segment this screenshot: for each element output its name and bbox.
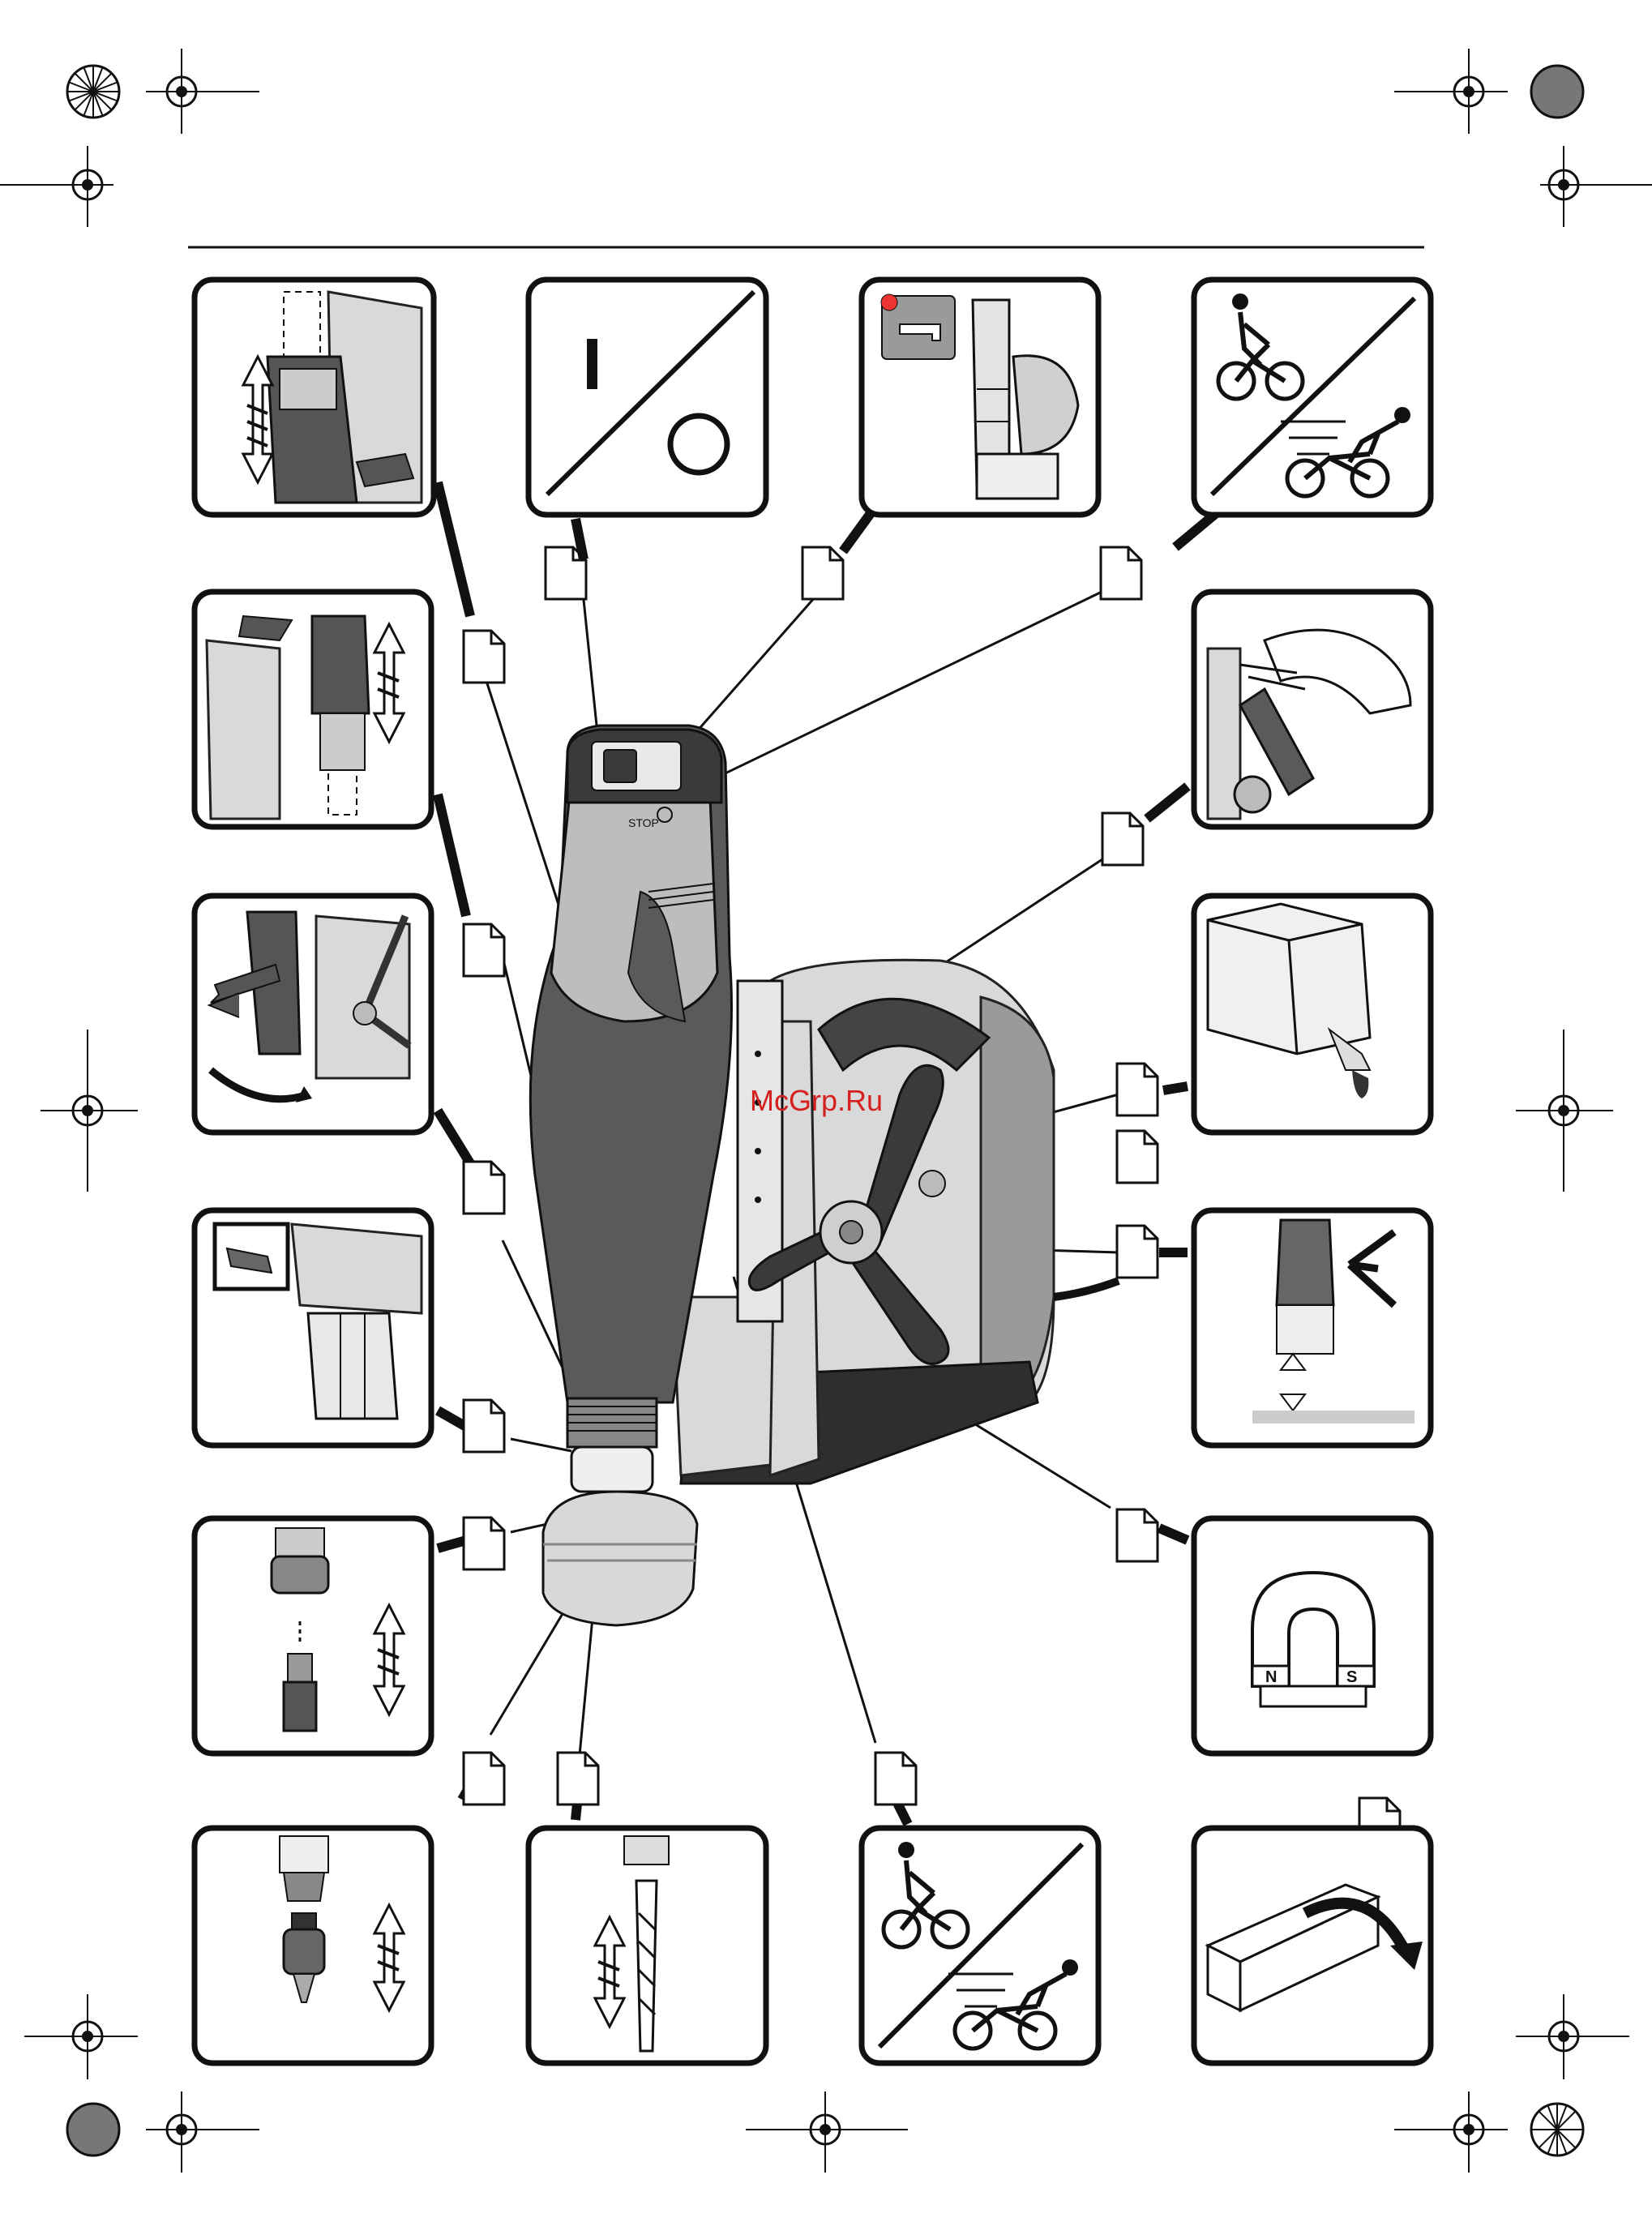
on-symbol: I [582,324,602,405]
magnetic-drill-illustration: STOP McGrp.Ru [530,726,1119,1625]
panel-drill-chuck-change [195,1828,431,2063]
panel-magnet-holding: N S [1194,1518,1431,1753]
registration-mark-icon [0,146,113,227]
registration-mark-icon [41,1030,138,1192]
document-icon [464,1753,504,1805]
document-icon [546,547,586,599]
panel-speed-selection-2 [862,1828,1098,2063]
panel-core-cutter-change [195,1518,431,1753]
document-icon [875,1753,916,1805]
panel-core-bit-detail [195,1210,431,1445]
registration-mark-icon [146,2091,259,2173]
panel-cooling-water [862,280,1098,515]
document-icon [1117,1509,1158,1561]
south-pole: S [1346,1668,1357,1686]
registration-mark-icon [1516,1030,1613,1192]
panel-tool-mounting-rotate [195,896,431,1132]
registration-mark-icon [1540,146,1652,227]
panel-twist-drill-change [529,1828,766,2063]
panel-on-off-symbol: I [529,280,766,515]
document-icon [1117,1064,1158,1115]
registration-mark-icon [24,1994,138,2079]
document-icon [802,547,843,599]
switch-label: STOP [628,816,659,829]
document-icon [464,924,504,976]
panel-lubrication-oil [1194,896,1431,1132]
panel-speed-selection [1194,280,1431,515]
panel-packaging [1194,1828,1431,2063]
panel-drill-height-adjust [195,280,434,515]
registration-mark-icon [67,2104,119,2156]
registration-mark-icon [1394,2091,1508,2173]
registration-mark-icon [1531,2104,1583,2156]
registration-mark-icon [746,2091,908,2173]
registration-mark-icon [146,49,259,134]
watermark: McGrp.Ru [750,1084,883,1117]
document-icon [1101,547,1141,599]
chip-guard [543,1492,697,1625]
document-icon [1102,813,1143,865]
power-cable [1054,1281,1119,1297]
panel-feed-handle-grip [1194,592,1431,827]
panel-depth-adjust [1194,1210,1431,1445]
registration-mark-icon [1531,66,1583,118]
registration-mark-icon [67,66,119,118]
document-icon [1117,1131,1158,1183]
panel-motor-height-adjust [195,592,431,827]
document-icon [464,1400,504,1452]
registration-mark-icon [1516,1994,1629,2079]
document-icon [464,631,504,683]
north-pole: N [1265,1668,1277,1686]
registration-mark-icon [1394,49,1508,134]
document-icon [464,1518,504,1569]
document-icon [1117,1226,1158,1278]
document-icon [464,1162,504,1214]
document-icon [558,1753,598,1805]
